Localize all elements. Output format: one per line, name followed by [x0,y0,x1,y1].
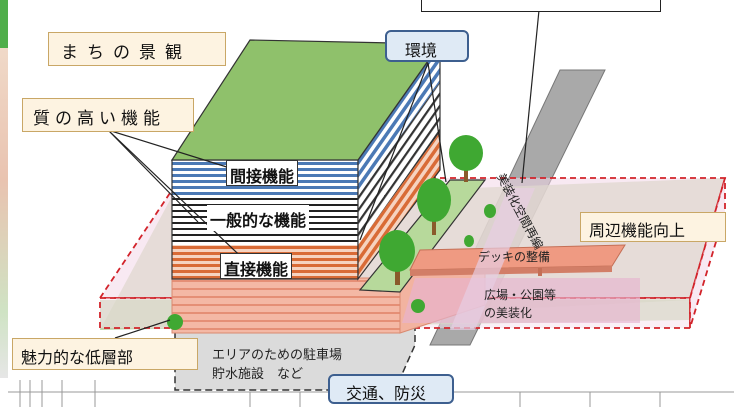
label-high-quality-functions: 質の高い機能 [22,98,194,132]
label-water-storage: 貯水施設 など [212,367,304,382]
label-direct-function: 直接機能 [220,253,293,279]
label-top-callout-box [421,0,661,12]
label-surrounding-improvement: 周辺機能向上 [580,212,726,242]
tower-side-blue [358,44,440,195]
deck-front [410,266,612,276]
left-edge-strip-lower [0,48,8,378]
leader-env-1 [427,62,447,183]
leader-env-2 [359,62,429,241]
label-parking: エリアのための駐車場 [212,348,343,363]
shrub-4 [167,314,183,330]
tree-large-top [449,135,483,182]
label-plaza-park: 広場・公園等 [484,288,557,302]
label-environment: 環境 [385,30,469,62]
label-general-function: 一般的な機能 [207,205,310,231]
left-edge-strip [0,0,8,48]
label-plaza-beautification: の美装化 [484,306,533,320]
tree-front [379,230,415,285]
label-attractive-lowrise: 魅力的な低層部 [12,338,198,370]
redevelopment-corridor [450,188,535,330]
label-townscape: まちの景観 [48,32,226,66]
shrub-3 [411,299,425,313]
leader-quality-1 [107,129,231,169]
tower-side-black [358,82,440,245]
leader-quality-2 [107,129,256,271]
tower-side-orange [358,132,440,279]
leader-top-callout [521,0,541,184]
shrub-1 [484,204,496,218]
label-indirect-function: 間接機能 [226,160,299,186]
label-deck: デッキの整備 [478,250,551,264]
leader-lowrise [114,319,171,339]
shrub-2 [464,235,474,247]
leader-quality-3 [107,129,199,223]
label-traffic-disaster: 交通、防災 [328,374,454,404]
tree-mid [417,178,451,235]
